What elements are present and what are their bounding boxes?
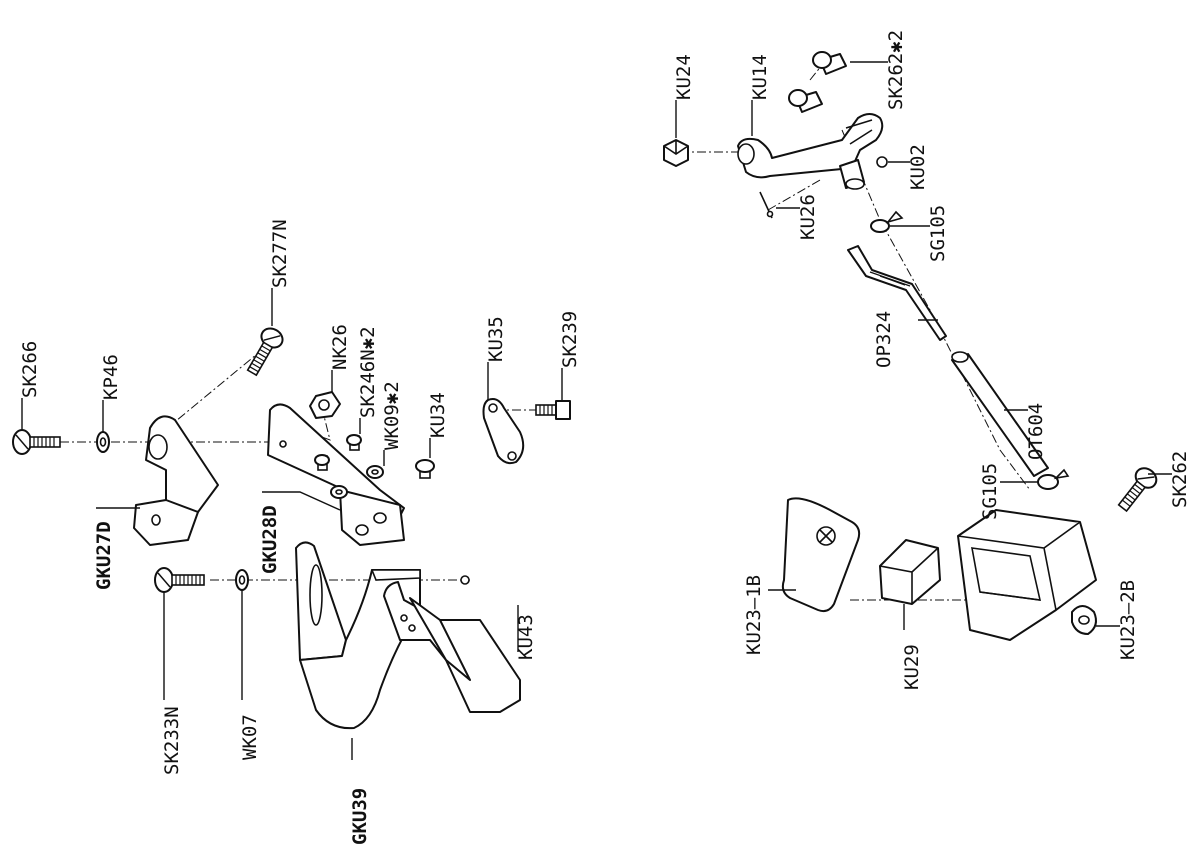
sk277n-screw xyxy=(246,327,284,377)
ku14-sleeve xyxy=(839,159,865,190)
ku23-1b-plate xyxy=(781,497,861,613)
ku24-block xyxy=(663,139,689,167)
kp46-label: KP46 xyxy=(100,354,122,400)
ku29-block xyxy=(879,539,941,605)
axis-line-sk262-top xyxy=(809,54,831,81)
ku23-1b-label: KU23–1B xyxy=(743,575,765,655)
gku28d-bracket xyxy=(267,403,405,546)
axis-line-diagonal xyxy=(164,344,269,431)
sg105-top-label: SG105 xyxy=(927,205,949,262)
wk07-washer xyxy=(235,569,249,591)
sk239-label: SK239 xyxy=(559,311,581,368)
ku26-pin xyxy=(759,191,774,219)
sk262x2-label: SK262✱2 xyxy=(885,30,907,110)
ku26-label: KU26 xyxy=(797,194,819,240)
op324-label: OP324 xyxy=(873,311,895,368)
wk09-label: WK09✱2 xyxy=(381,381,403,450)
gku27d-bracket xyxy=(133,415,219,546)
ku29-label: KU29 xyxy=(901,644,923,690)
ku34-pin xyxy=(415,459,435,479)
sg105-clip-top xyxy=(870,210,904,233)
ku02-ball xyxy=(876,156,888,168)
sk233n-label: SK233N xyxy=(161,706,183,775)
ot604-label: OT604 xyxy=(1025,403,1047,460)
ku14-lever xyxy=(737,113,884,179)
ku43-label: KU43 xyxy=(515,614,537,660)
gku28d-leader xyxy=(262,491,341,511)
sk233n-screw xyxy=(154,567,205,593)
sg105-bottom-label: SG105 xyxy=(979,463,1001,520)
ku24-label: KU24 xyxy=(673,54,695,100)
sk262-label: SK262 xyxy=(1169,451,1191,508)
sk239-screw xyxy=(535,400,571,420)
ku35-label: KU35 xyxy=(485,316,507,362)
gku27d-label: GKU27D xyxy=(93,521,115,590)
ku35-link xyxy=(482,398,525,465)
ku02-label: KU02 xyxy=(907,144,929,190)
sk262-screw-bottom xyxy=(1117,467,1158,513)
sk262-screw-top-a xyxy=(812,51,847,75)
nk26-label: NK26 xyxy=(329,324,351,370)
gku28d-label: GKU28D xyxy=(259,505,281,574)
sk262-screw-top-b xyxy=(788,89,823,113)
ku34-label: KU34 xyxy=(427,392,449,438)
op324-wire xyxy=(847,245,947,341)
sk246n-label: SK246N✱2 xyxy=(357,326,379,418)
sg105-clip-bottom xyxy=(1037,468,1070,490)
ku14-label: KU14 xyxy=(749,54,771,100)
sk266-label: SK266 xyxy=(19,341,41,398)
sk266-screw xyxy=(12,429,61,455)
wk09-washers xyxy=(330,465,384,499)
wk07-label: WK07 xyxy=(239,714,261,760)
ku23-2b-label: KU23–2B xyxy=(1117,580,1139,660)
kp46-washer xyxy=(96,431,110,453)
ku43-plate xyxy=(383,581,521,713)
gku39-label: GKU39 xyxy=(349,788,371,845)
nk26-nut xyxy=(309,391,341,419)
ot604-tube xyxy=(951,351,1049,477)
sk277n-label: SK277N xyxy=(269,219,291,288)
sk246n-screws xyxy=(314,434,362,471)
ku23-2b-box xyxy=(957,509,1097,641)
axis-line-ku26 xyxy=(767,179,821,211)
axis-line-rod xyxy=(841,129,1031,491)
